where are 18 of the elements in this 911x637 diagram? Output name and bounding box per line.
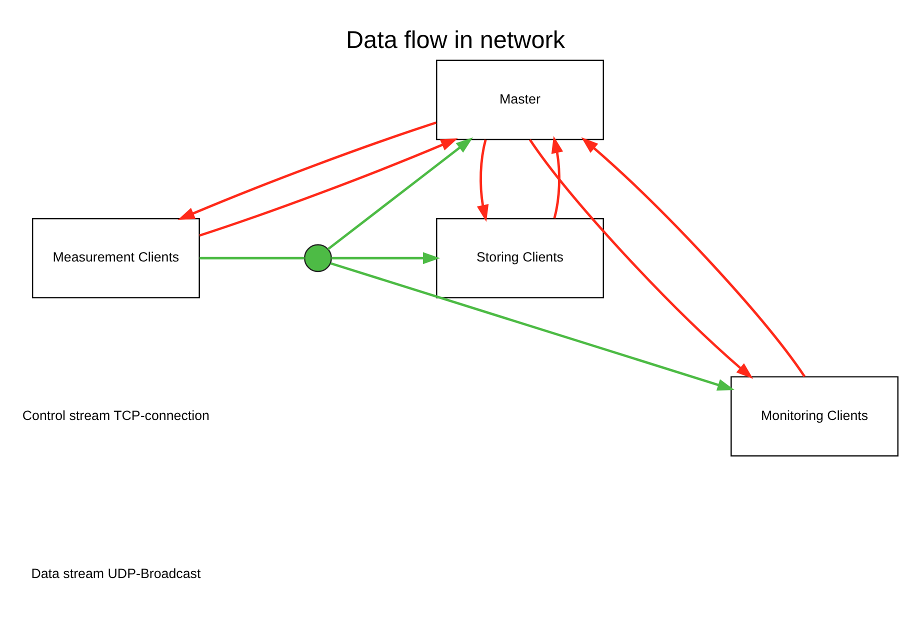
legend-label: Control stream TCP-connection — [22, 407, 210, 422]
arrow — [476, 138, 489, 222]
diagram-title: Data flow in network — [346, 26, 566, 54]
arrow — [199, 138, 458, 236]
arrow — [528, 138, 754, 378]
arrow — [330, 262, 734, 390]
node-box: Measurement Clients — [32, 217, 200, 298]
connector — [200, 256, 305, 259]
node-box: Master — [436, 59, 604, 140]
legend-label: Data stream UDP-Broadcast — [31, 565, 201, 580]
node-circle — [304, 244, 332, 272]
arrow — [331, 252, 440, 264]
arrow — [178, 120, 437, 220]
arrow — [327, 136, 473, 250]
arrow — [581, 136, 806, 377]
node-box: Monitoring Clients — [730, 376, 898, 456]
node-box: Storing Clients — [436, 217, 604, 298]
arrow — [551, 136, 564, 218]
